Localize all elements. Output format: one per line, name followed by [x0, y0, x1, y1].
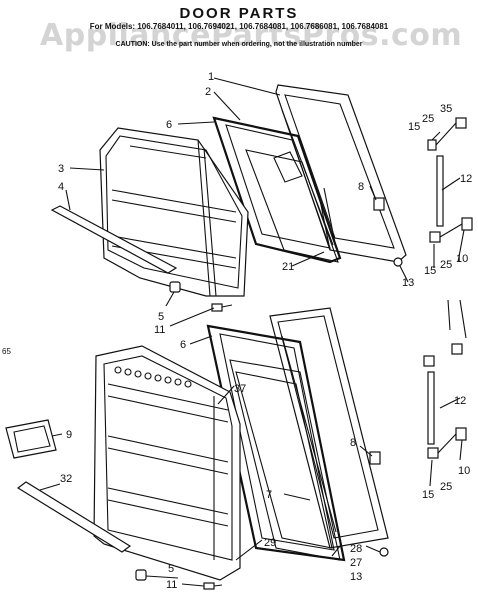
callout-25-top: 25 [422, 113, 434, 125]
callout-25-bottom: 25 [440, 481, 452, 493]
callout-21: 21 [282, 261, 294, 273]
margin-mark: 65 [2, 347, 11, 356]
fresh-food-door-stop [369, 451, 381, 465]
callout-32: 32 [60, 473, 72, 485]
dairy-door-bin [5, 419, 57, 459]
fresh-food-door-hardware [135, 569, 223, 590]
page-title: DOOR PARTS [179, 5, 299, 22]
freezer-door-shelf-bar [50, 205, 178, 274]
leader-lines [39, 77, 467, 587]
fresh-food-shelf-bar [16, 481, 132, 553]
freezer-door-liner [245, 149, 339, 263]
callout-1: 1 [208, 71, 214, 83]
freezer-door-outer-panel [275, 84, 407, 263]
egg-rack-dimples [114, 366, 192, 388]
callout-10-upper: 10 [456, 253, 468, 265]
callout-8-lower: 8 [350, 437, 356, 449]
callout-10-lower: 10 [458, 465, 470, 477]
fresh-food-door-outer-panel [269, 307, 389, 549]
freezer-door-hardware [169, 281, 233, 312]
callout-12-lower: 12 [454, 395, 466, 407]
callout-5-lower: 5 [168, 563, 174, 575]
callout-13-lower: 13 [350, 571, 362, 583]
freezer-door-foot [393, 257, 403, 267]
callout-9: 9 [66, 429, 72, 441]
callout-6-lower: 6 [180, 339, 186, 351]
callout-6-upper: 6 [166, 119, 172, 131]
callout-8-upper: 8 [358, 181, 364, 193]
callout-15-mid: 15 [424, 265, 436, 277]
callout-27: 27 [350, 557, 362, 569]
model-list: For Models: 106.7684011, 106.7694021, 10… [89, 22, 389, 31]
callout-29: 29 [264, 537, 276, 549]
caution-note: CAUTION: Use the part number when orderi… [115, 41, 363, 48]
callout-2: 2 [205, 86, 211, 98]
callout-7: 7 [266, 489, 272, 501]
callout-37: 37 [234, 383, 246, 395]
fresh-food-door-liner [229, 359, 341, 561]
fresh-food-door-inner-panel [93, 345, 241, 581]
callout-25-mid: 25 [440, 259, 452, 271]
callout-35: 35 [440, 103, 452, 115]
callout-13-upper: 13 [402, 277, 414, 289]
callout-15-top: 15 [408, 121, 420, 133]
callout-28: 28 [350, 543, 362, 555]
callout-12-upper: 12 [460, 173, 472, 185]
callout-5-upper: 5 [158, 311, 164, 323]
callout-3: 3 [58, 163, 64, 175]
hinge-hardware [423, 117, 473, 459]
callout-11-upper: 11 [154, 324, 165, 336]
fresh-food-door-foot [379, 547, 389, 557]
callout-15-bottom: 15 [422, 489, 434, 501]
callout-4: 4 [58, 181, 64, 193]
callout-11-lower: 11 [166, 579, 177, 591]
freezer-door-stop [373, 197, 385, 211]
